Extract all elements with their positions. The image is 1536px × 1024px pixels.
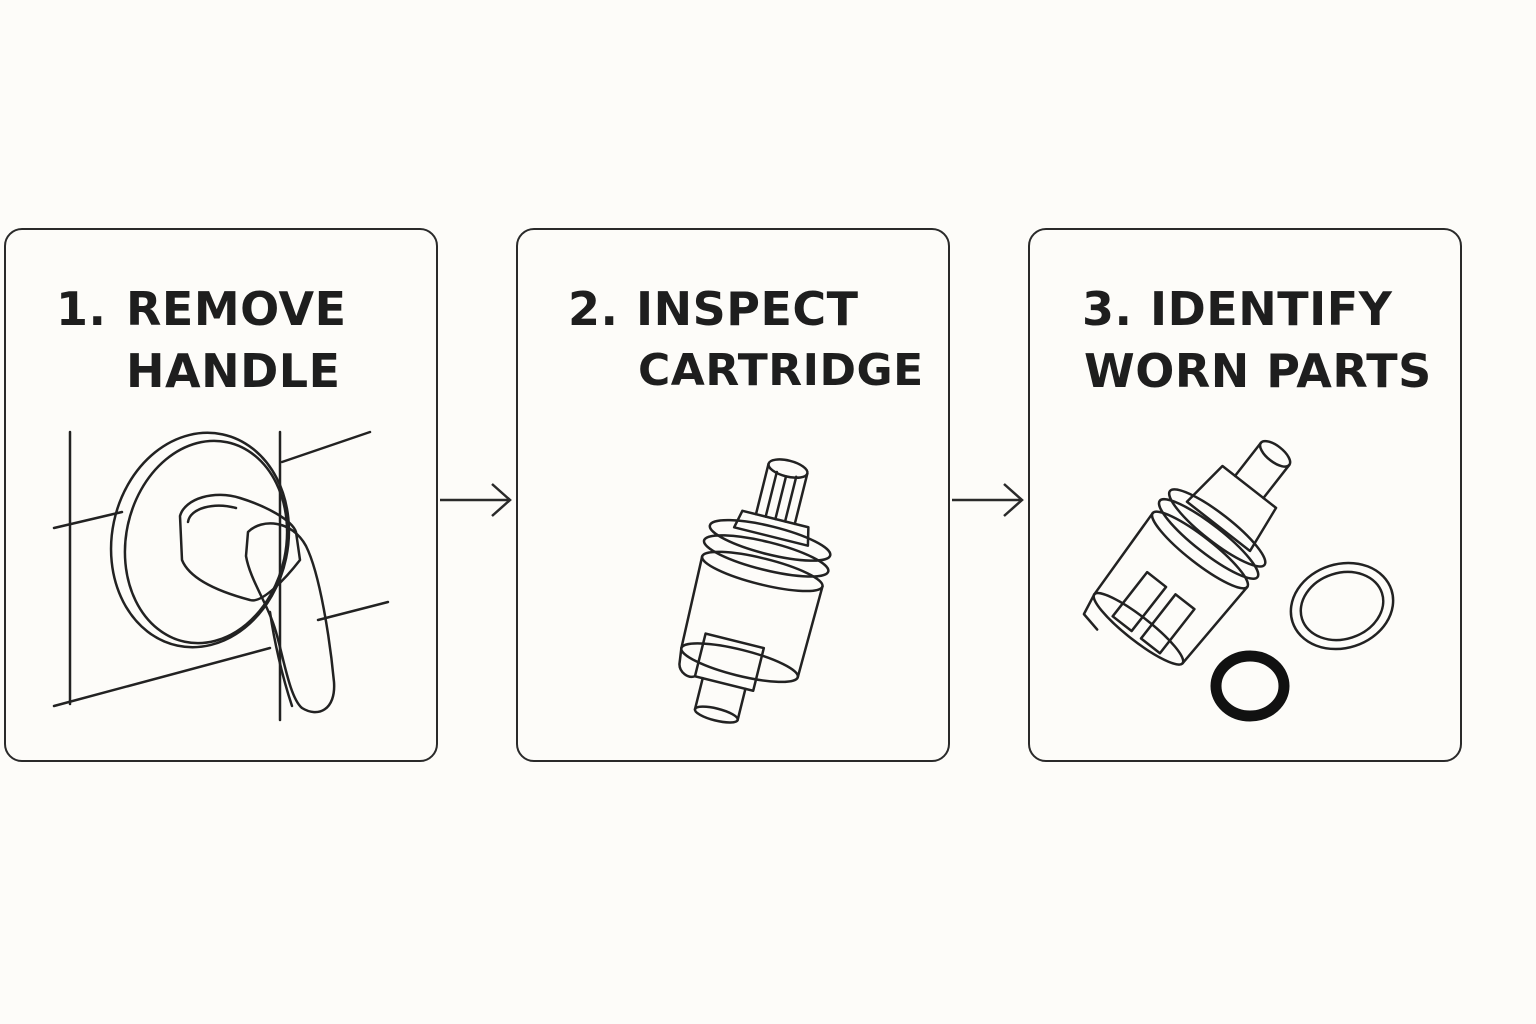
arrow-right-icon — [440, 483, 512, 517]
step-1-line2: HANDLE — [126, 344, 341, 398]
arrow-right-icon — [952, 483, 1024, 517]
step-3-line2: WORN PARTS — [1084, 344, 1432, 398]
step-3-panel — [1028, 228, 1462, 762]
step-2-line2: CARTRIDGE — [638, 345, 924, 396]
step-2-line1: INSPECT — [636, 282, 859, 336]
step-2-number: 2. — [568, 282, 619, 336]
step-1-number: 1. — [56, 282, 107, 336]
step-1-line1: REMOVE — [126, 282, 347, 336]
step-3-number: 3. — [1082, 282, 1133, 336]
step-3-line1: IDENTIFY — [1150, 282, 1393, 336]
step-2-panel — [516, 228, 950, 762]
